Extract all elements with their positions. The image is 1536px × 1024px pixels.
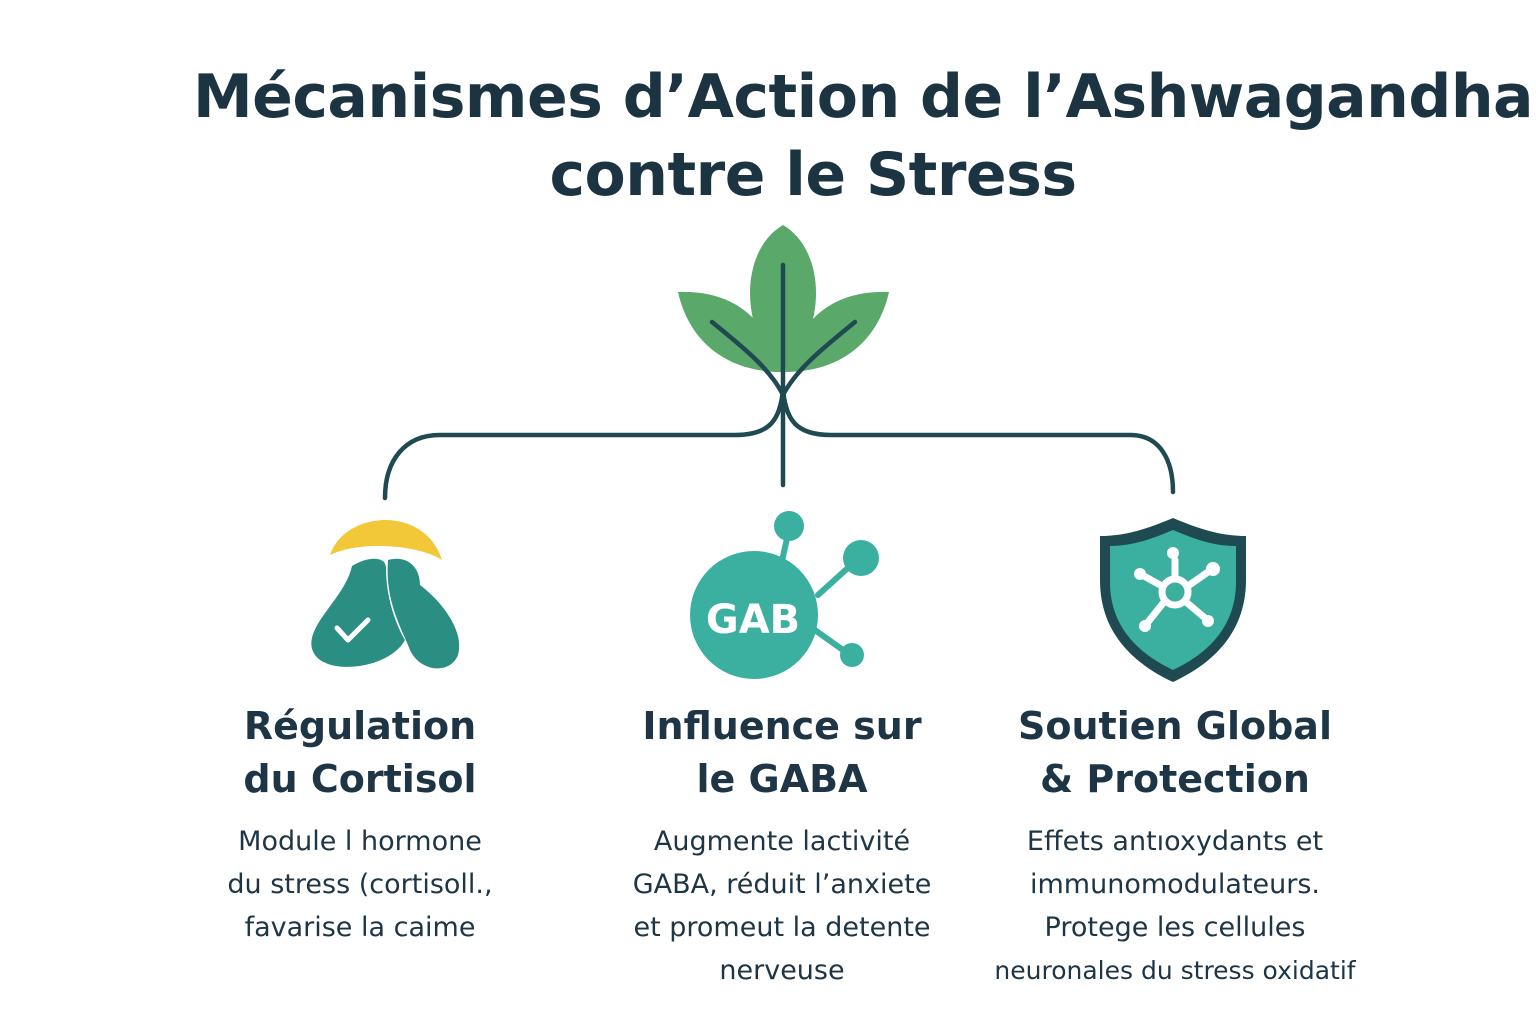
- desc-line-3: et promeut la detente: [633, 912, 931, 943]
- desc-line-2: du stress (cortisoll.,: [227, 869, 493, 900]
- diagram-title: Mécanismes d’Action de l’Ashwagandha con…: [0, 58, 1536, 214]
- column-title-line-2: le GABA: [696, 757, 868, 801]
- shield-molecule-icon: [1100, 518, 1246, 682]
- desc-line-3: favarise la caime: [244, 912, 476, 943]
- desc-line-2: GABA, réduit l’anxiete: [632, 869, 932, 900]
- desc-line-4: neuronales du stress oxidatif: [994, 956, 1356, 985]
- column-title-line-1: Influence sur: [642, 704, 922, 748]
- column-gaba: Influence sur le GABA Augmente lactivité…: [582, 700, 982, 992]
- title-line-1: Mécanismes d’Action de l’Ashwagandha: [192, 62, 1534, 132]
- plant-leaves-icon: [678, 225, 889, 488]
- leaf-left: [678, 291, 782, 372]
- adrenal-gland-icon: [311, 520, 460, 669]
- desc-line-3: Protege les cellules: [1044, 912, 1306, 943]
- title-line-2: contre le Stress: [549, 140, 1077, 210]
- column-title-line-2: du Cortisol: [243, 757, 477, 801]
- desc-line-1: Augmente lactivité: [653, 826, 911, 857]
- leaf-right: [785, 291, 889, 372]
- column-title: Soutien Global & Protection: [965, 700, 1385, 806]
- column-description: Augmente lactivité GABA, réduit l’anxiet…: [582, 820, 982, 992]
- desc-line-1: Effets antıoxydants et: [1026, 826, 1324, 857]
- gaba-molecule-icon: GAB: [690, 511, 879, 679]
- column-description: Module l hormone du stress (cortisoll., …: [160, 820, 560, 949]
- column-title: Influence sur le GABA: [582, 700, 982, 806]
- column-title-line-1: Régulation: [243, 704, 477, 748]
- gaba-icon-label: GAB: [706, 597, 800, 643]
- column-description: Effets antıoxydants et immunomodulateurs…: [965, 820, 1385, 992]
- desc-line-1: Module l hormone: [238, 826, 482, 857]
- connector-lines: [382, 387, 1176, 501]
- column-title-line-1: Soutien Global: [1018, 704, 1332, 748]
- column-title-line-2: & Protection: [1040, 757, 1310, 801]
- desc-line-2: immunomodulateurs.: [1029, 869, 1321, 900]
- column-cortisol: Régulation du Cortisol Module l hormone …: [160, 700, 560, 949]
- desc-line-4: nerveuse: [719, 955, 845, 986]
- column-protection: Soutien Global & Protection Effets antıo…: [965, 700, 1385, 992]
- column-title: Régulation du Cortisol: [160, 700, 560, 806]
